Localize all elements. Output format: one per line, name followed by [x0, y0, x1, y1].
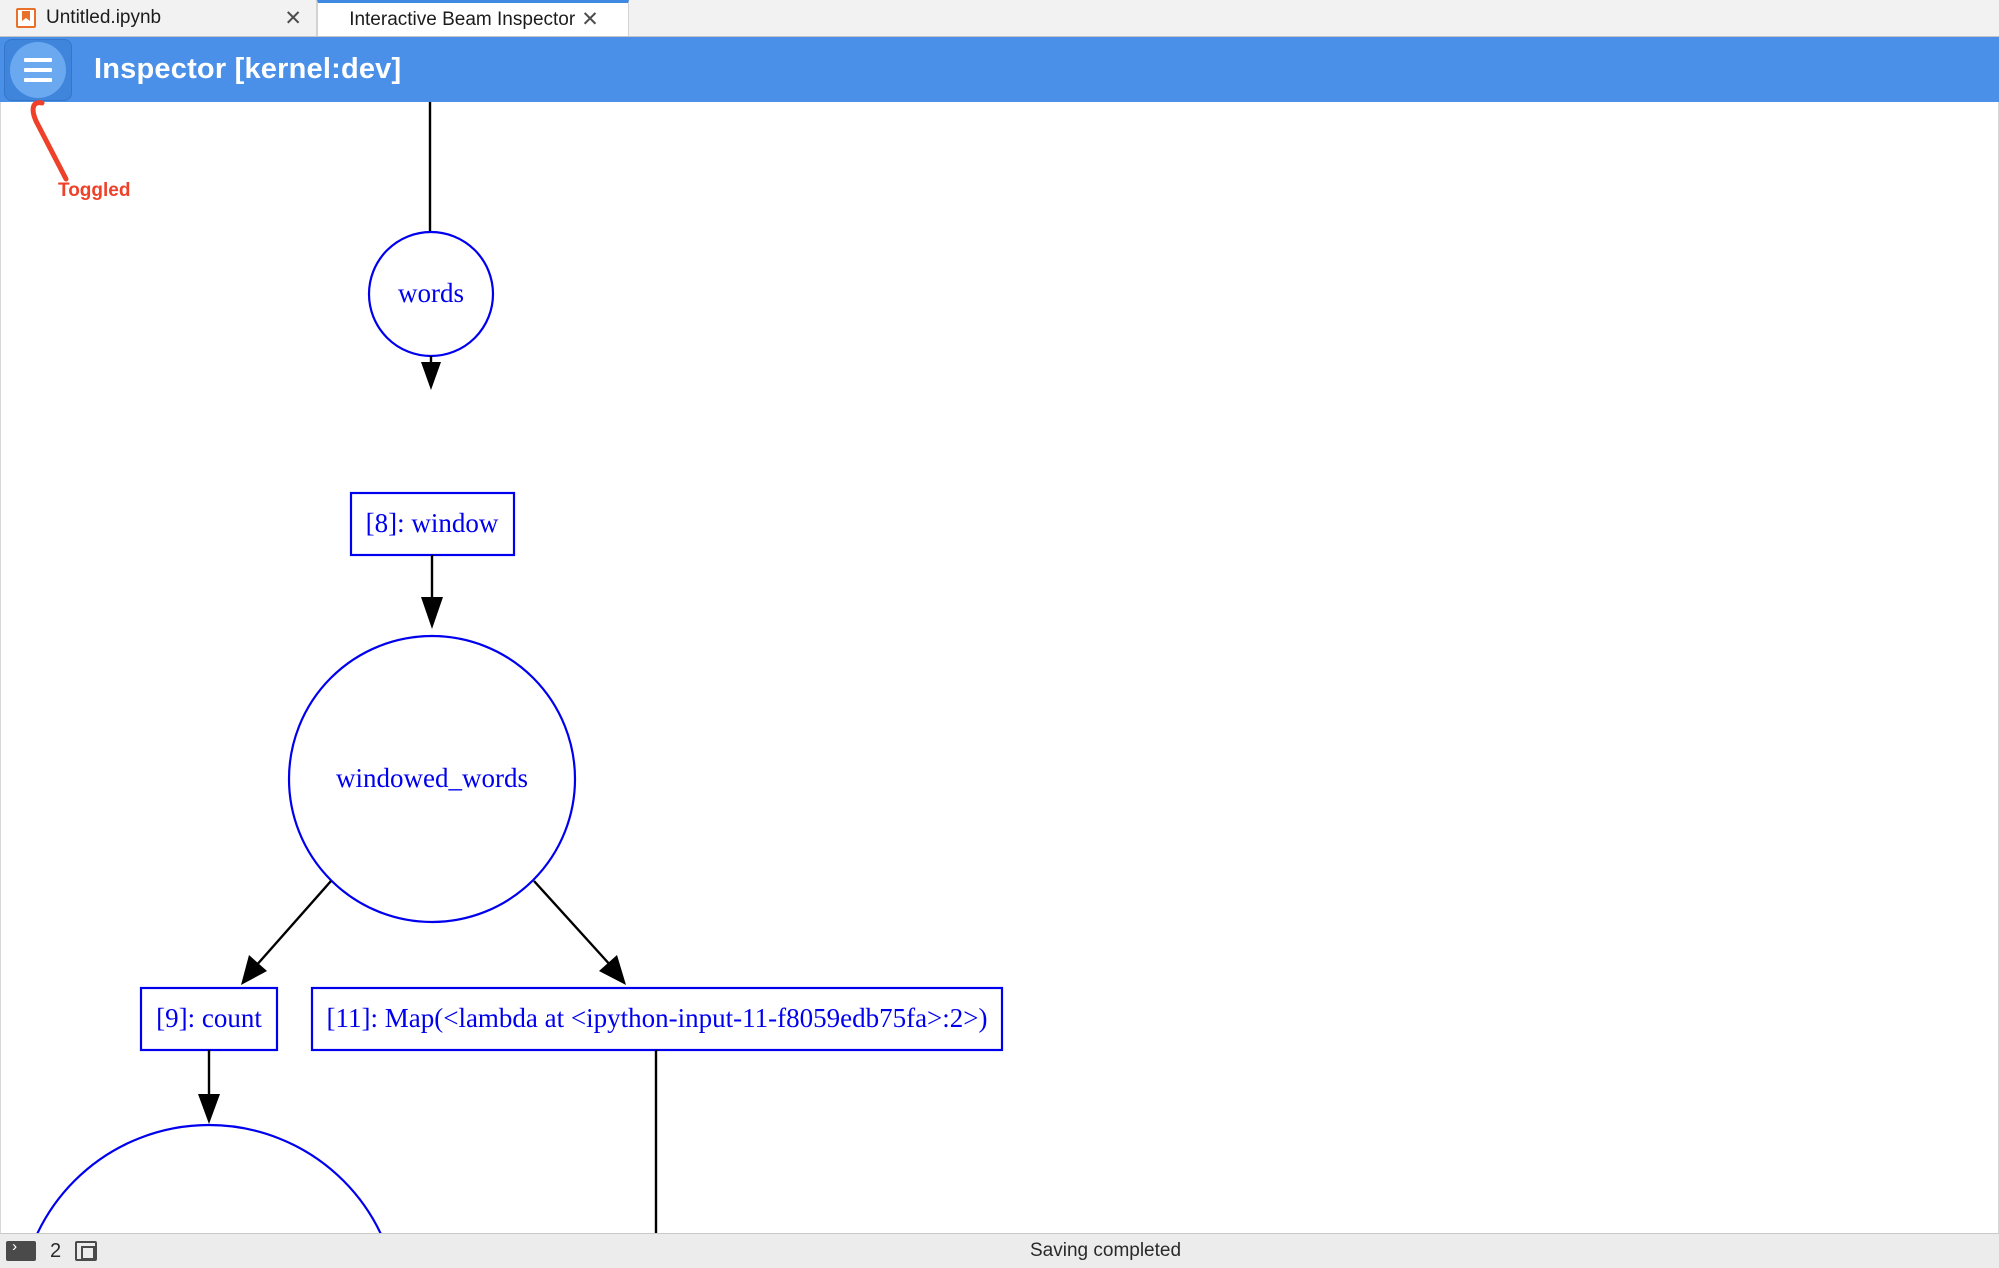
hamburger-menu-button[interactable] [4, 38, 72, 101]
edge-count-to-windowed-word-counts [198, 1050, 220, 1124]
tab-untitled-ipynb[interactable]: Untitled.ipynb ✕ [0, 0, 317, 36]
node-label: [8]: window [366, 508, 499, 538]
node-label: words [398, 278, 464, 308]
node-label: [9]: count [156, 1003, 262, 1033]
notebook-icon [16, 8, 36, 28]
edge-words-to-window [421, 356, 441, 390]
node-label: windowed_words [336, 763, 528, 793]
edge-map-to-pcoll [654, 1050, 658, 1233]
status-bar: 2 Saving completed [0, 1233, 1999, 1268]
tab-label: Interactive Beam Inspector [349, 8, 576, 30]
pipeline-graph: words [8]: window windowed_words [19, 102, 1004, 1233]
inspector-header: Inspector [kernel:dev] [0, 37, 1999, 102]
close-icon[interactable]: ✕ [581, 8, 599, 31]
edge-windowed-words-to-map [533, 880, 626, 985]
terminal-icon[interactable] [6, 1239, 36, 1261]
menu-bar-2 [24, 67, 52, 72]
hamburger-menu-icon [10, 41, 66, 98]
status-count: 2 [50, 1239, 62, 1262]
annotation-label: Toggled [58, 180, 131, 201]
tab-interactive-beam-inspector[interactable]: Interactive Beam Inspector ✕ [317, 0, 629, 36]
edge-window-to-windowed-words [421, 555, 443, 629]
edge-windowed-words-to-count [241, 880, 332, 985]
node-count[interactable]: [9]: count [139, 986, 279, 1052]
status-message: Saving completed [1030, 1240, 1182, 1261]
node-map[interactable]: [11]: Map(<lambda at <ipython-input-11-f… [310, 986, 1004, 1052]
node-words[interactable]: words [367, 230, 495, 358]
close-icon[interactable]: ✕ [284, 6, 302, 30]
pipeline-graph-panel[interactable]: words [8]: window windowed_words [0, 102, 1999, 1233]
menu-bar-1 [24, 57, 52, 62]
tab-label: Untitled.ipynb [46, 7, 162, 28]
kernel-icon[interactable] [75, 1241, 98, 1261]
node-windowed-words[interactable]: windowed_words [287, 634, 577, 924]
node-windowed-word-counts[interactable]: windowed_word_counts [19, 1123, 399, 1233]
menu-bar-3 [24, 77, 52, 82]
status-left-group: 2 [0, 1239, 98, 1263]
tab-bar: Untitled.ipynb ✕ Interactive Beam Inspec… [0, 0, 1999, 37]
page-title: Inspector [kernel:dev] [94, 53, 402, 85]
node-window[interactable]: [8]: window [349, 491, 516, 557]
node-label: [11]: Map(<lambda at <ipython-input-11-f… [327, 1003, 988, 1033]
